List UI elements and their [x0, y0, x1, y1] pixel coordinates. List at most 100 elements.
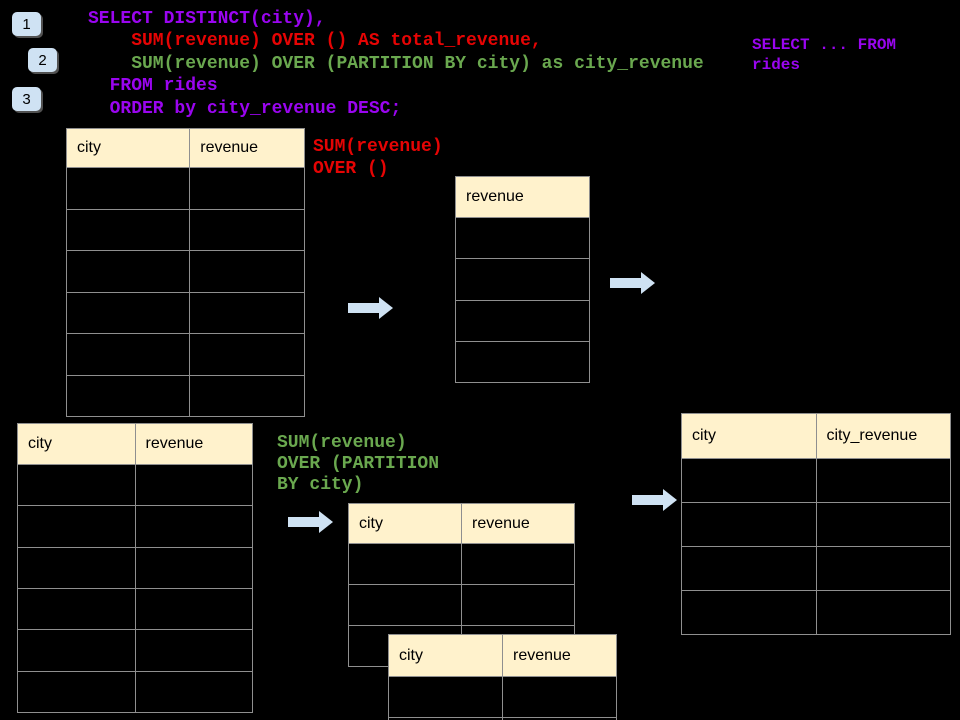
- code-line: SUM(revenue): [313, 137, 443, 157]
- table-header-row: revenue: [456, 177, 589, 218]
- table-cell: [67, 334, 191, 375]
- table-row: [456, 342, 589, 382]
- table-row: [18, 465, 253, 507]
- sql-query-code: SELECT DISTINCT(city), SUM(revenue) OVER…: [88, 8, 704, 120]
- table-row: [67, 292, 304, 334]
- table-row: [18, 671, 253, 712]
- table-partition-overlay: city revenue: [388, 634, 617, 720]
- arrow-head: [379, 297, 393, 319]
- table-cell: [503, 677, 616, 717]
- code-line: OVER (PARTITION: [277, 454, 440, 474]
- table-cell: [817, 503, 951, 546]
- table-row: [456, 301, 589, 342]
- column-header: revenue: [466, 188, 524, 205]
- table-cell: [456, 218, 589, 258]
- code-line: ORDER by city_revenue DESC;: [88, 98, 402, 119]
- table-header-row: city revenue: [349, 504, 574, 544]
- code-line: SELECT DISTINCT(city),: [88, 9, 326, 29]
- table-row: [18, 547, 253, 589]
- column-header: revenue: [472, 514, 530, 532]
- table-row: [682, 459, 950, 503]
- column-header: city: [18, 424, 136, 464]
- table-row: [682, 591, 950, 634]
- table-cell: [18, 547, 136, 588]
- table-cell: [190, 293, 304, 334]
- table-cell: [136, 630, 253, 670]
- table-cell: [67, 209, 191, 250]
- table-row: [349, 544, 574, 585]
- table-cell: [136, 465, 253, 505]
- arrow-head: [641, 272, 655, 294]
- table-row: [456, 218, 589, 260]
- table-row: [18, 630, 253, 672]
- column-header: city: [67, 129, 191, 167]
- table-cell: [682, 591, 817, 634]
- column-header: revenue: [513, 646, 571, 664]
- table-cell: [67, 292, 191, 333]
- table-cell: [136, 672, 253, 712]
- table-cell: [67, 375, 191, 416]
- table-cell: [18, 506, 136, 547]
- table-cell: [190, 168, 304, 209]
- table-cell: [190, 210, 304, 251]
- table-cell: [136, 589, 253, 629]
- table-cell: [18, 630, 136, 671]
- right-arrow-icon: [610, 272, 655, 294]
- step-badge-1: 1: [12, 12, 41, 36]
- arrow-head: [319, 511, 333, 533]
- column-header: revenue: [145, 435, 204, 452]
- code-line: SUM(revenue): [277, 433, 407, 453]
- table-row: [67, 209, 304, 251]
- table-cell: [190, 251, 304, 292]
- table-cell: [67, 251, 191, 292]
- arrow-head: [663, 489, 677, 511]
- code-line: SELECT ... FROM: [752, 36, 897, 54]
- arrow-body: [632, 495, 663, 505]
- code-line: SUM(revenue) OVER (PARTITION BY city) as…: [88, 53, 704, 74]
- table-cell: [18, 465, 136, 506]
- arrow-body: [348, 303, 379, 313]
- table-cell: [190, 334, 304, 375]
- right-arrow-icon: [348, 297, 393, 319]
- table-cell: [389, 677, 503, 717]
- table-cell: [67, 168, 191, 209]
- table-cell: [456, 342, 589, 382]
- table-cell: [682, 459, 817, 502]
- sql-from-rides-note: SELECT ... FROM rides: [752, 35, 896, 75]
- table-cell: [817, 459, 951, 502]
- table-cell: [682, 547, 817, 590]
- table-row: [18, 506, 252, 548]
- table-cell: [18, 588, 136, 630]
- table-source-bottom: city revenue: [17, 423, 253, 713]
- table-cell: [682, 503, 817, 546]
- table-cell: [456, 301, 589, 341]
- column-header: city: [682, 414, 817, 458]
- table-cell: [462, 544, 574, 584]
- table-total-revenue: revenue: [455, 176, 590, 383]
- table-cell: [349, 585, 462, 625]
- table-cell: [349, 544, 462, 584]
- column-header: city: [389, 635, 503, 676]
- table-cell: [190, 376, 304, 417]
- table-cell: [389, 717, 503, 720]
- table-header-row: city revenue: [18, 424, 252, 465]
- table-row: [67, 334, 304, 376]
- table-cell: [136, 548, 253, 588]
- code-line: BY city): [277, 475, 364, 495]
- arrow-body: [610, 278, 641, 288]
- table-partition-mid: city revenue: [348, 503, 575, 667]
- table-cell: [456, 259, 589, 299]
- table-cell: [817, 591, 951, 634]
- code-line: rides: [752, 56, 801, 74]
- column-header: city: [349, 504, 462, 543]
- table-row: [389, 677, 616, 718]
- right-arrow-icon: [632, 489, 677, 511]
- step-badge-2: 2: [28, 48, 57, 72]
- table-row: [18, 588, 253, 631]
- window-total-label: SUM(revenue)OVER (): [313, 136, 443, 180]
